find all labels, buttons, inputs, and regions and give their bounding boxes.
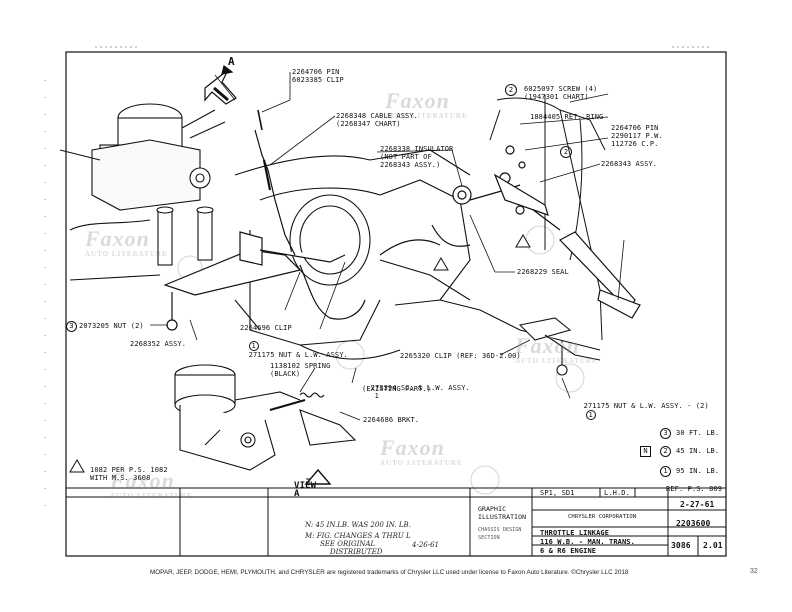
torque-value: 30 FT. LB. — [676, 429, 720, 437]
torque-symbol: 3 — [660, 428, 671, 439]
watermark-sub: AUTO LITERATURE — [110, 492, 193, 500]
title-company: CHRYSLER CORPORATION — [568, 514, 637, 520]
title-sheet: 3086 — [671, 541, 691, 550]
carburetor-view-a — [174, 364, 357, 471]
title-rev: 2.01 — [703, 541, 723, 550]
watermark-brand: Faxon — [110, 468, 175, 493]
torque-symbol: N — [640, 446, 651, 457]
callout-assy-2268343: 2268343 ASSY. — [601, 160, 658, 168]
circle-marker-3: 3 — [66, 321, 77, 332]
callout-ret-ring: 1884405 RET. RING — [530, 113, 604, 121]
callout-clip-2265320: 2265320 CLIP (REF: 36D-2.00) — [400, 352, 521, 360]
view-a-label: VIEW A — [283, 474, 317, 499]
watermark-brand: Faxon — [380, 435, 445, 460]
callout-brkt: 2264686 BRKT. — [363, 416, 420, 424]
callout-seal: 2268229 SEAL — [517, 268, 569, 276]
callout-nut-2073205: 2073205 NUT (2) — [79, 322, 144, 330]
watermark-brand: Faxon — [385, 88, 450, 113]
torque-value: 95 IN. LB. — [676, 467, 720, 475]
callout-sc-lw-text: 273394 SC. & L.W. ASSY. — [370, 384, 470, 392]
callout-clip-2264696: 2264696 CLIP — [240, 324, 292, 332]
callout-nut-lw-a: 1 271175 NUT & L.W. ASSY. — [240, 333, 348, 359]
revision-note-4: DISTRIBUTED — [330, 548, 383, 556]
circle-marker-2: 2 — [560, 146, 572, 158]
torque-symbol: 1 — [660, 466, 671, 477]
page-number: 32 — [750, 568, 758, 575]
firewall — [489, 95, 606, 341]
note-1082: 1082 PER P.S. 1082 WITH M.S. 3608 — [90, 466, 168, 482]
watermark-faxon: Faxon AUTO LITERATURE — [110, 468, 193, 501]
callout-pin-2290117: 2264706 PIN 2290117 P.W. 112726 C.P. — [611, 124, 663, 148]
triangle-markers — [69, 234, 531, 473]
lower-bracket-right — [518, 317, 601, 376]
title-drawing-no: 2203600 — [676, 519, 711, 528]
view-text: VIEW — [294, 481, 317, 491]
watermark-faxon: Faxon AUTO LITERATURE — [380, 435, 463, 468]
title-chassis: CHASSIS DESIGN SECTION — [478, 527, 522, 541]
watermark-faxon: Faxon AUTO LITERATURE — [385, 88, 468, 121]
watermark-brand: Faxon — [85, 226, 150, 251]
revision-note-1: N: 45 IN.LB. WAS 200 IN. LB. — [305, 521, 411, 529]
callout-nut-lw-a-text: 271175 NUT & L.W. ASSY. — [248, 351, 348, 359]
revision-note-3: SEE ORIGINAL — [320, 540, 376, 548]
ref-text: REF: P.S. 809 — [666, 485, 723, 493]
view-letter: A — [294, 489, 300, 499]
revision-note-date: 4-26-61 — [412, 541, 439, 549]
linkage-bracket-left — [163, 231, 346, 331]
callout-pin-6023385: 2264706 PIN 6023385 CLIP — [292, 68, 344, 84]
callout-spring: 1138102 SPRING (BLACK) — [270, 362, 331, 378]
trademark-footer: MOPAR, JEEP, DODGE, HEMI, PLYMOUTH, and … — [150, 569, 629, 576]
torque-value: 45 IN. LB. — [676, 447, 720, 455]
title-codes: SP1, SD1 — [540, 489, 575, 497]
title-block-lines — [66, 487, 726, 556]
watermark-brand: Faxon — [515, 333, 580, 358]
title-line-2: 116 W.B. - MAN. TRANS. — [540, 538, 635, 546]
watermark-sub: AUTO LITERATURE — [85, 250, 168, 258]
callout-insulator: 2268338 INSULATOR (NOT PART OF 2268343 A… — [380, 145, 454, 169]
callout-nut-lw-b-text: 271175 NUT & L.W. ASSY. - (2) — [583, 402, 709, 410]
circle-marker-1: 1 — [248, 341, 259, 351]
throttle-cable — [254, 109, 521, 320]
view-a-marker — [304, 468, 332, 485]
watermark-sub: AUTO LITERATURE — [385, 112, 468, 120]
title-graphic: GRAPHIC ILLUSTRATION — [478, 505, 527, 521]
drawing-border — [65, 51, 727, 557]
callout-assy-2268352: 2268352 ASSY. — [130, 340, 187, 348]
leader-lines — [150, 72, 625, 421]
circle-marker-2: 2 — [505, 84, 517, 96]
callout-existing-part: (EXISTING PART.) — [362, 385, 432, 393]
circle-marker-1: 1 — [585, 410, 596, 420]
triangle-marker-1: 1 — [374, 392, 379, 400]
carburetor-upper — [59, 103, 226, 266]
watermark-faxon: Faxon AUTO LITERATURE — [85, 226, 168, 259]
border-ticks — [44, 46, 710, 520]
view-a-arrow — [204, 64, 237, 105]
view-a-letter-top: A — [228, 55, 235, 68]
torque-symbol: 2 — [660, 446, 671, 457]
watermark-faxon: Faxon AUTO LITERATURE — [515, 333, 598, 366]
title-line-3: 6 & R6 ENGINE — [540, 547, 597, 555]
title-date: 2-27-61 — [680, 500, 715, 509]
callout-cable-assy: 2268348 CABLE ASSY. (2268347 CHART) — [336, 112, 418, 128]
callout-sc-lw-273394: 273394 SC. & L.W. ASSY. 1 — [362, 376, 470, 400]
callout-nut-lw-b: 271175 NUT & L.W. ASSY. - (2) 1 — [575, 394, 709, 420]
callout-screw: 6025097 SCREW (4) (1947301 CHART) — [524, 85, 598, 101]
title-line-1: THROTTLE LINKAGE — [540, 529, 610, 537]
watermark-sub: AUTO LITERATURE — [515, 357, 598, 365]
title-lhd: L.H.D. — [604, 489, 630, 497]
revision-note-2: M: FIG. CHANGES A THRU L — [305, 532, 411, 540]
watermark-sub: AUTO LITERATURE — [380, 459, 463, 467]
accelerator-pedal — [452, 145, 641, 319]
